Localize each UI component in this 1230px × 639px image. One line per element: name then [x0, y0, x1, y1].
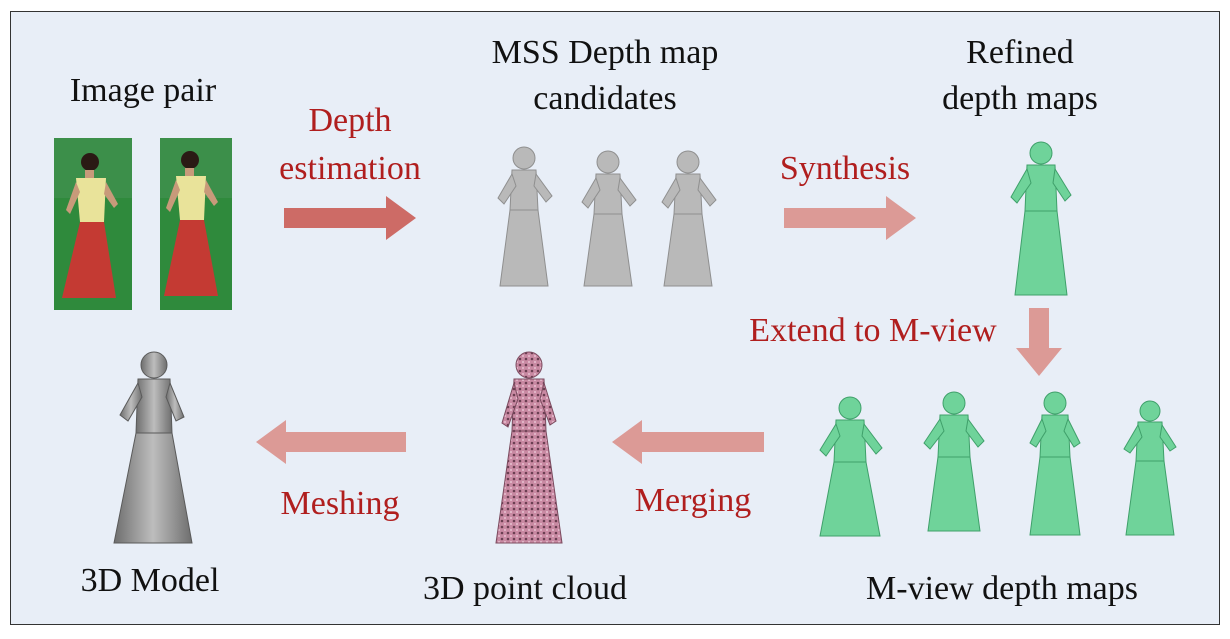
depth-estimation-label-line2: estimation: [279, 150, 421, 187]
refined-depth-map: [1010, 141, 1072, 296]
mss-candidates-label-line2: candidates: [533, 80, 677, 117]
mview-depth-map-1: [819, 396, 883, 537]
mss-candidates-label-line1: MSS Depth map: [491, 34, 719, 71]
refined-depth-label-line2: depth maps: [942, 80, 1098, 117]
image-pair-label: Image pair: [69, 72, 217, 109]
meshing-arrow: [256, 420, 406, 464]
refined-depth-label-line1: Refined: [966, 34, 1074, 71]
mss-depth-candidate-3: [661, 150, 717, 287]
extend-to-mview-label: Extend to M-view: [749, 312, 997, 349]
mss-depth-candidate-1: [497, 146, 553, 287]
extend-arrow: [1016, 308, 1062, 376]
image-pair-right-photo: [160, 138, 232, 310]
mss-depth-candidate-2: [581, 150, 637, 287]
synthesis-arrow: [784, 196, 916, 240]
mview-depth-map-3: [1029, 391, 1081, 536]
meshing-label: Meshing: [280, 485, 400, 522]
depth-estimation-label-line1: Depth: [308, 102, 392, 139]
3d-point-cloud: [495, 351, 563, 544]
image-pair-left-photo: [54, 138, 132, 310]
3d-model-label: 3D Model: [80, 562, 220, 599]
mview-depth-maps-label: M-view depth maps: [866, 570, 1138, 607]
3d-model-mesh: [113, 351, 193, 544]
3d-point-cloud-label: 3D point cloud: [423, 570, 627, 607]
mview-depth-map-2: [923, 391, 985, 532]
merging-label: Merging: [634, 482, 752, 519]
depth-estimation-arrow: [284, 196, 416, 240]
synthesis-label: Synthesis: [779, 150, 911, 187]
merging-arrow: [612, 420, 764, 464]
mview-depth-map-4: [1123, 400, 1177, 536]
diagram-frame: [10, 11, 1220, 625]
